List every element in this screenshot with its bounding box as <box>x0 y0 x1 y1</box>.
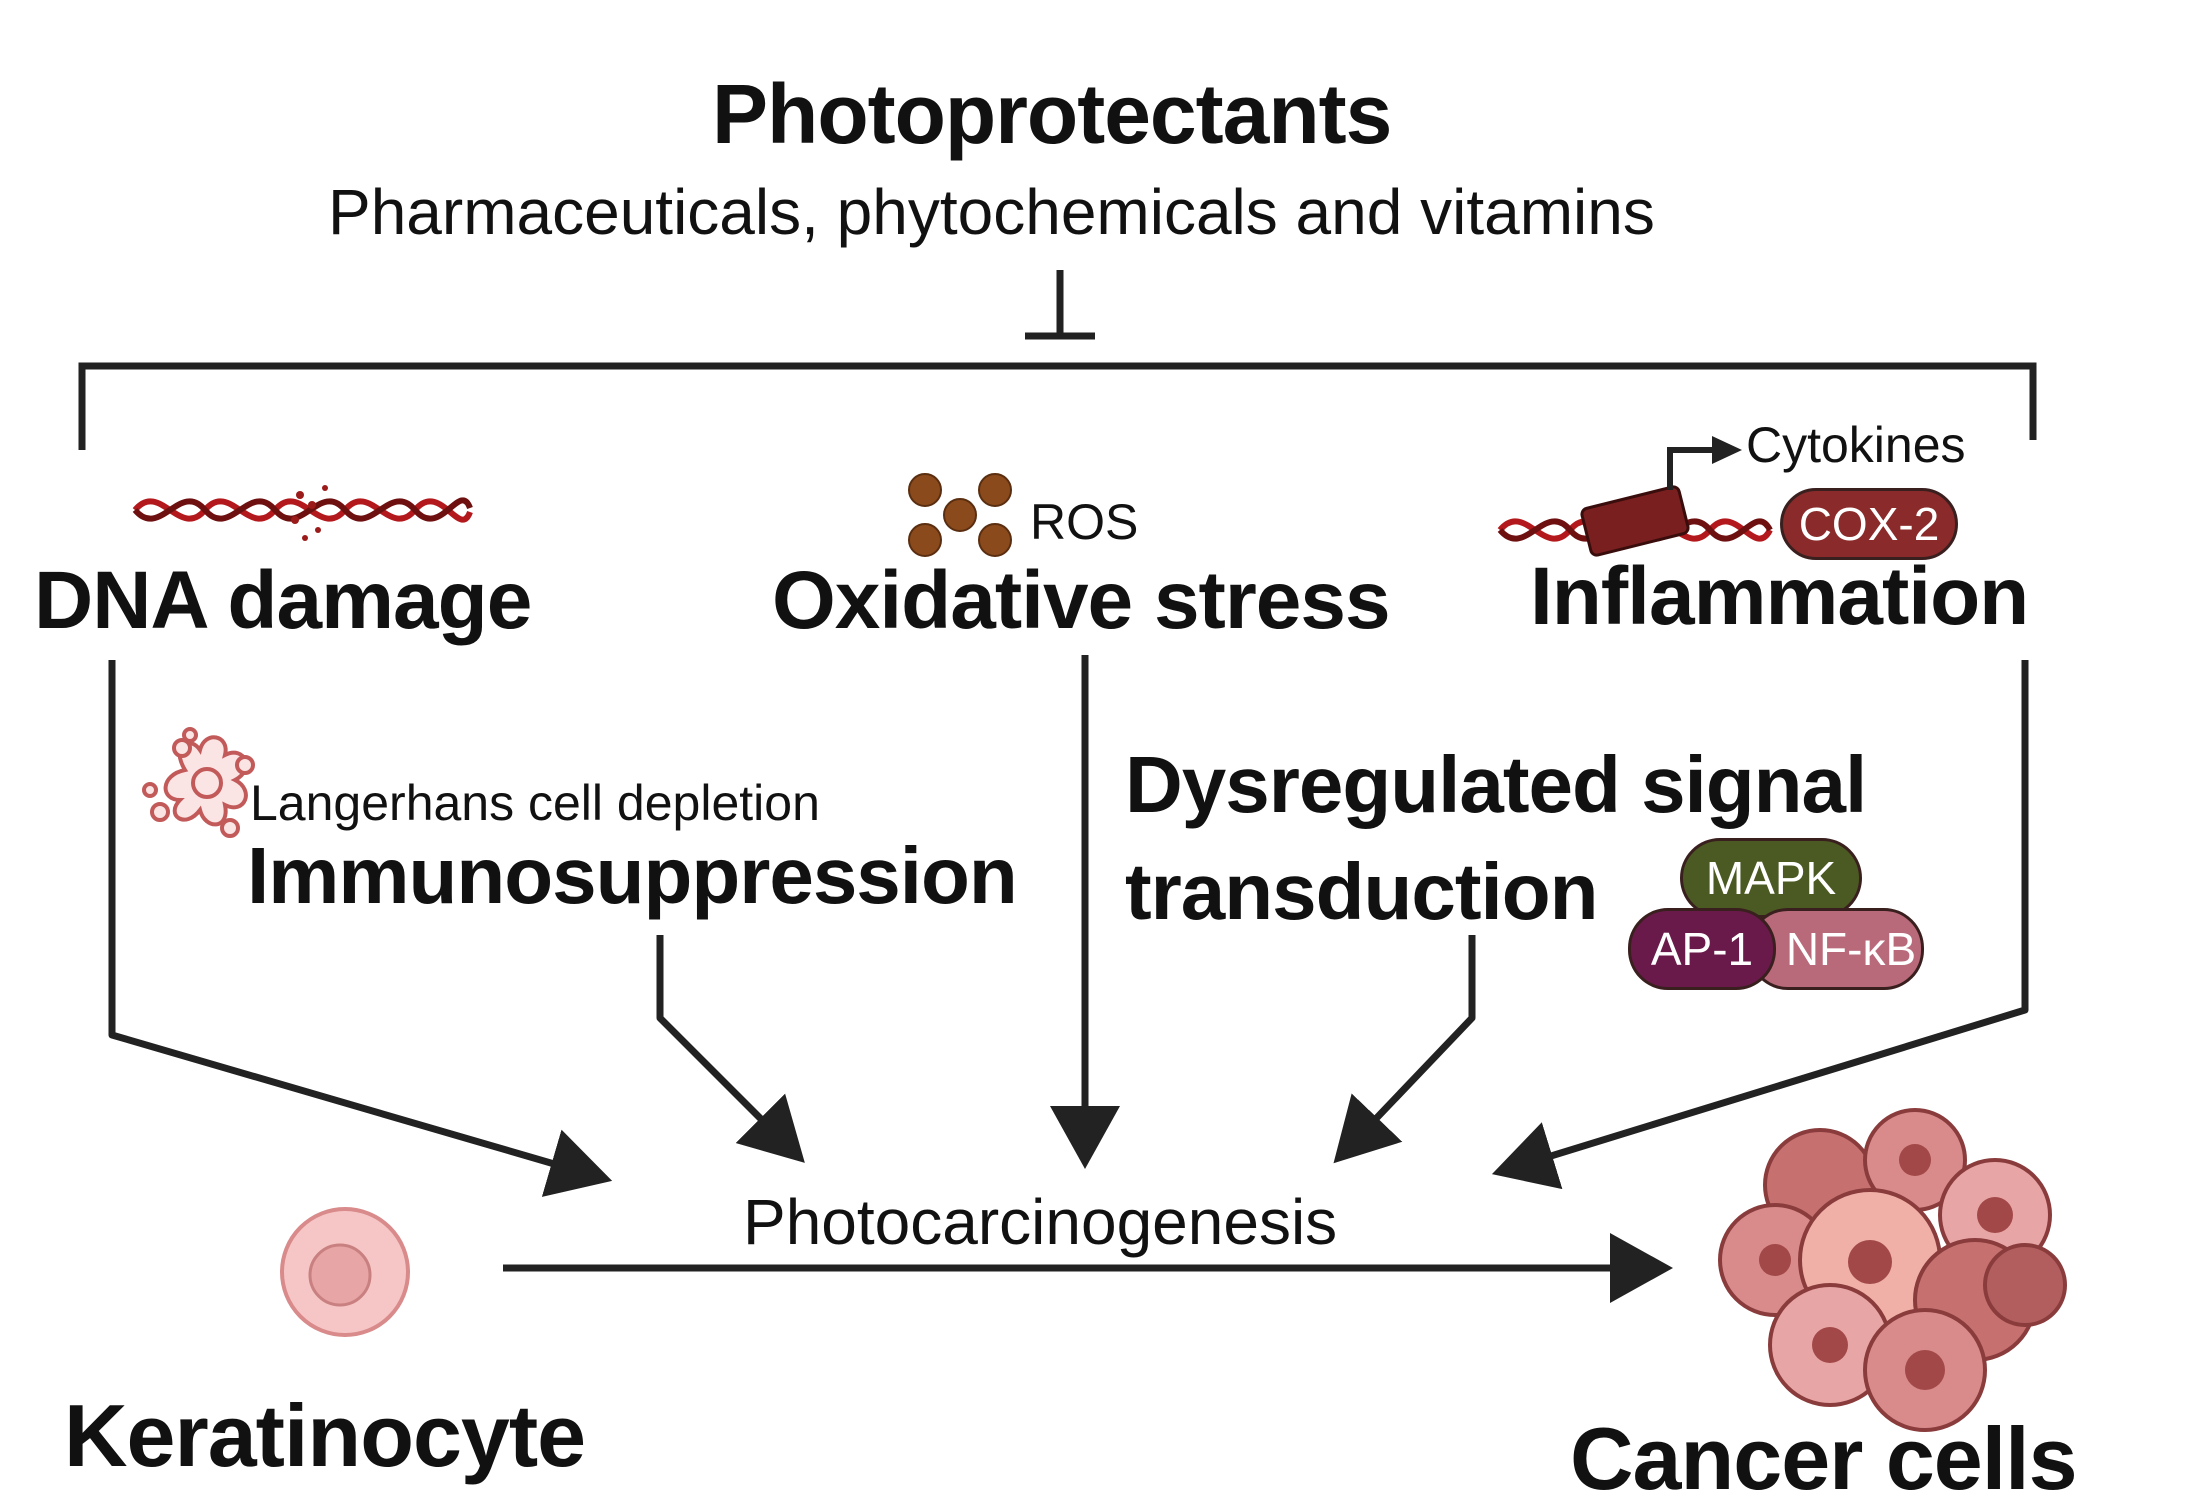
langerhans-cell-icon <box>142 727 255 838</box>
arrows <box>108 655 2029 1303</box>
arrow-signal <box>1333 935 1476 1164</box>
gene-expression-icon <box>1497 436 1773 557</box>
diagram-subtitle: Pharmaceuticals, phytochemicals and vita… <box>328 176 1655 248</box>
dna-damage-label: DNA damage <box>34 555 532 646</box>
mapk-badge: MAPK <box>1680 838 1862 918</box>
oxidative-stress-label: Oxidative stress <box>772 555 1391 646</box>
signal-label-line2: transduction <box>1125 847 1598 936</box>
keratinocyte-label: Keratinocyte <box>64 1386 586 1485</box>
ros-icon <box>908 473 1012 557</box>
bracket <box>78 362 2037 450</box>
cancer-cells-icon <box>1718 1108 2067 1432</box>
inflammation-label: Inflammation <box>1530 551 2029 642</box>
arrow-inflammation <box>1491 660 2029 1190</box>
cytokines-label: Cytokines <box>1746 417 1966 473</box>
arrow-dna-damage <box>108 660 613 1197</box>
diagram-title: Photoprotectants <box>712 67 1392 161</box>
langerhans-label: Langerhans cell depletion <box>250 775 820 831</box>
inhibition-symbol <box>1025 270 1095 340</box>
immunosuppression-label: Immunosuppression <box>247 831 1018 920</box>
process-label: Photocarcinogenesis <box>743 1186 1338 1258</box>
keratinocyte-icon <box>280 1207 410 1337</box>
signal-label-line1: Dysregulated signal <box>1125 740 1867 829</box>
cancer-cells-label: Cancer cells <box>1570 1409 2078 1508</box>
cox2-badge: COX-2 <box>1780 488 1958 560</box>
arrow-immunosuppression <box>656 935 805 1163</box>
nfkb-badge: NF-κB <box>1748 908 1924 990</box>
ap1-badge: AP-1 <box>1628 908 1776 990</box>
ros-label: ROS <box>1030 494 1139 550</box>
dna-damage-icon <box>132 485 473 541</box>
